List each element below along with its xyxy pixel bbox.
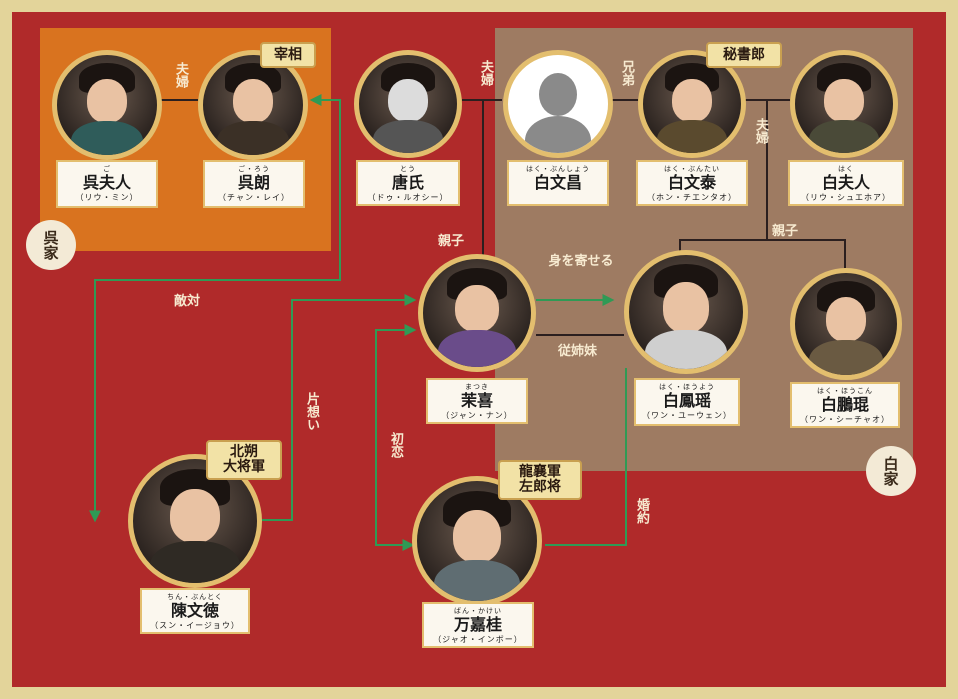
name-bai-fengyao: 白鳳瑶: [636, 392, 738, 410]
portrait-bai-fengyao: [624, 250, 748, 374]
namebox-wan-jiagui: ばん・かけい 万嘉桂 （ジャオ・インボー）: [422, 602, 534, 648]
namebox-wu-lang: ご・ろう 呉朗 （チャン・レイ）: [203, 160, 305, 208]
engaged-line: [545, 368, 626, 545]
actor-bai-fujin: （リウ・シュエホア）: [790, 192, 902, 203]
portrait-bai-pengkun: [790, 268, 902, 380]
portrait-wu-fujin: [52, 50, 162, 160]
title-wan-jiagui: 龍襄軍 左郎将: [498, 460, 582, 500]
label-parent-child-moxi: 親子: [438, 230, 464, 249]
actor-wan-jiagui: （ジャオ・インボー）: [424, 634, 532, 645]
namebox-moxi: まつき 茉喜 （ジャン・ナン）: [426, 378, 528, 424]
title-chen-wende: 北朔 大将軍: [206, 440, 282, 480]
namebox-wu-fujin: ご 呉夫人 （リウ・ミン）: [56, 160, 158, 208]
namebox-bai-wentai: はく・ぶんたい 白文泰 （ホン・チエンタオ）: [636, 160, 748, 206]
portrait-bai-fujin: [790, 50, 898, 158]
portrait-moxi: [418, 254, 536, 372]
title-wu-lang: 宰相: [260, 42, 316, 68]
namebox-tang: とう 唐氏 （ドゥ・ルオシー）: [356, 160, 460, 206]
label-engaged: 婚約: [632, 498, 651, 524]
name-bai-pengkun: 白鵬琨: [792, 396, 898, 414]
actor-tang: （ドゥ・ルオシー）: [358, 192, 458, 203]
silhouette-icon: [503, 50, 613, 158]
name-tang: 唐氏: [358, 174, 458, 192]
name-wu-fujin: 呉夫人: [58, 174, 156, 192]
actor-bai-fengyao: （ワン・ユーウェン）: [636, 410, 738, 421]
parent-child-line-bai2: [767, 240, 845, 268]
namebox-bai-fengyao: はく・ほうよう 白鳳瑶 （ワン・ユーウェン）: [634, 378, 740, 426]
actor-moxi: （ジャン・ナン）: [428, 410, 526, 421]
wu-family-badge: 呉家: [26, 220, 76, 270]
namebox-bai-wenchang: はく・ぶんしょう 白文昌: [507, 160, 609, 206]
actor-wu-lang: （チャン・レイ）: [205, 192, 303, 203]
label-brothers: 兄弟: [617, 60, 636, 86]
unrequited-arrow: [262, 300, 414, 520]
namebox-bai-pengkun: はく・ほうこん 白鵬琨 （ワン・シーチャオ）: [790, 382, 900, 428]
name-bai-wentai: 白文泰: [638, 174, 746, 192]
label-first-love: 初恋: [386, 432, 405, 458]
portrait-tang: [354, 50, 462, 158]
name-chen-wende: 陳文徳: [142, 602, 248, 620]
actor-bai-pengkun: （ワン・シーチャオ）: [792, 414, 898, 425]
actor-chen-wende: （スン・イージョウ）: [142, 620, 248, 631]
label-parent-child-bai: 親子: [772, 220, 798, 239]
label-unrequited: 片想い: [302, 392, 321, 431]
bai-family-badge: 白家: [866, 446, 916, 496]
namebox-chen-wende: ちん・ぶんとく 陳文徳 （スン・イージョウ）: [140, 588, 250, 634]
actor-wu-fujin: （リウ・ミン）: [58, 192, 156, 203]
label-couple-wu: 夫婦: [171, 62, 190, 88]
label-couple-bai: 夫婦: [751, 118, 770, 144]
name-moxi: 茉喜: [428, 392, 526, 410]
label-cousins: 従姉妹: [558, 340, 597, 359]
label-hostile: 敵対: [174, 290, 200, 309]
name-bai-wenchang: 白文昌: [509, 174, 607, 192]
label-lodging: 身を寄せる: [546, 254, 616, 270]
label-couple-tang: 夫婦: [476, 60, 495, 86]
namebox-bai-fujin: はく 白夫人 （リウ・シュエホア）: [788, 160, 904, 206]
title-bai-wentai: 秘書郎: [706, 42, 782, 68]
name-bai-fujin: 白夫人: [790, 174, 902, 192]
name-wan-jiagui: 万嘉桂: [424, 616, 532, 634]
actor-bai-wentai: （ホン・チエンタオ）: [638, 192, 746, 203]
name-wu-lang: 呉朗: [205, 174, 303, 192]
